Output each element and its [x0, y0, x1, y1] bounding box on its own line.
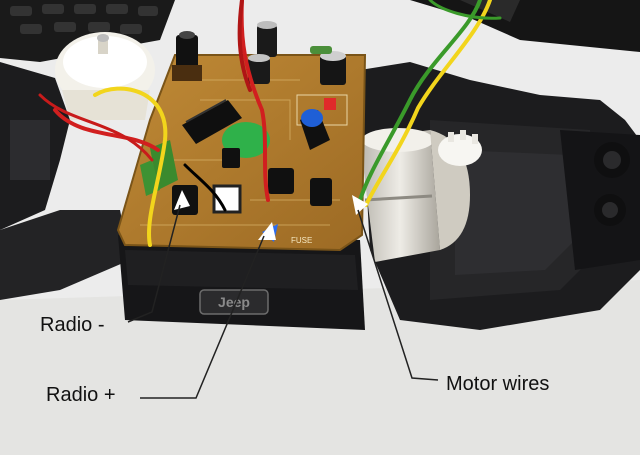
- circuit-board: FUSE: [116, 21, 367, 252]
- arrow-radio-neg: [174, 190, 190, 210]
- capacitor: [248, 54, 270, 84]
- trimmer: [172, 31, 202, 81]
- wires: [38, 0, 502, 247]
- leader-lines: [127, 204, 439, 399]
- jeep-logo-text: Jeep: [218, 294, 250, 310]
- black-component: [182, 99, 242, 144]
- capacitor: [257, 21, 277, 57]
- dc-motor: [360, 128, 482, 262]
- arrow-radio-pos: [258, 222, 276, 240]
- fuse-label: FUSE: [291, 236, 312, 245]
- label-motor-wires: Motor wires: [446, 373, 550, 395]
- jeep-logo: Jeep: [199, 289, 269, 315]
- blue-capacitor: [301, 109, 323, 127]
- capacitor: [320, 51, 346, 85]
- label-radio-positive: Radio +: [46, 384, 116, 406]
- arrow-motor: [352, 195, 368, 215]
- tire-right: [410, 0, 640, 52]
- white-gear-component: [55, 32, 155, 120]
- tire-tread: [0, 0, 175, 62]
- label-radio-negative: Radio -: [40, 314, 105, 336]
